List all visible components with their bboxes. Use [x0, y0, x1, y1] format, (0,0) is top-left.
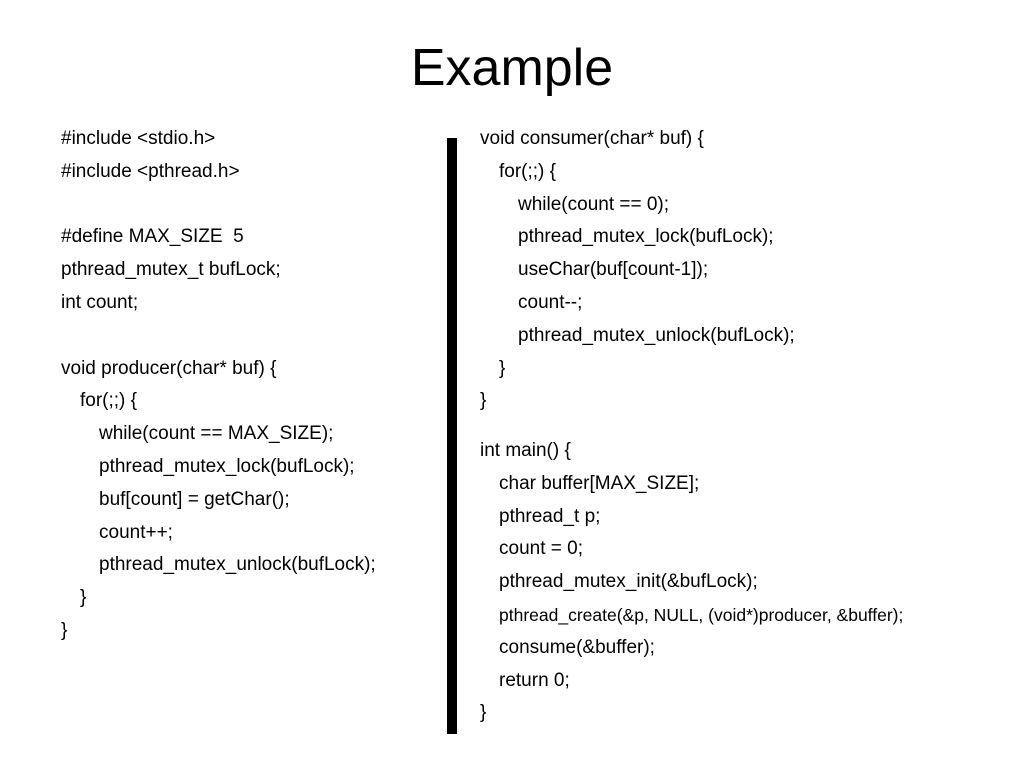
- code-line: }: [61, 619, 68, 641]
- code-line: }: [499, 357, 506, 379]
- code-line: useChar(buf[count-1]);: [518, 259, 709, 281]
- code-line: [61, 320, 376, 353]
- code-line: pthread_mutex_init(&bufLock);: [499, 571, 758, 593]
- code-line: }: [480, 702, 487, 724]
- code-line: pthread_mutex_lock(bufLock);: [99, 455, 355, 477]
- code-line: [61, 189, 376, 222]
- code-line: return 0;: [499, 669, 570, 691]
- code-line: void consumer(char* buf) {: [480, 128, 704, 149]
- code-line: void producer(char* buf) {: [61, 357, 277, 379]
- code-line: pthread_t p;: [499, 505, 601, 527]
- code-line: #include <pthread.h>: [61, 160, 240, 182]
- code-line: #define MAX_SIZE 5: [61, 226, 244, 248]
- code-line: #include <stdio.h>: [61, 128, 216, 149]
- code-line: while(count == 0);: [518, 193, 670, 215]
- code-line: pthread_create(&p, NULL, (void*)producer…: [499, 604, 904, 625]
- vertical-divider: [447, 138, 457, 734]
- code-line: consume(&buffer);: [499, 636, 655, 658]
- code-line: int count;: [61, 291, 139, 313]
- code-line: for(;;) {: [499, 160, 557, 182]
- main-code-block: int main() { char buffer[MAX_SIZE]; pthr…: [480, 435, 903, 730]
- code-line: buf[count] = getChar();: [99, 488, 290, 510]
- code-line: pthread_mutex_unlock(bufLock);: [99, 554, 376, 576]
- producer-code-block: #include <stdio.h> #include <pthread.h> …: [61, 123, 376, 648]
- code-line: while(count == MAX_SIZE);: [99, 423, 334, 445]
- code-line: pthread_mutex_unlock(bufLock);: [518, 324, 795, 346]
- code-line: int main() {: [480, 440, 571, 461]
- slide-title: Example: [410, 39, 614, 97]
- code-line: count--;: [518, 291, 583, 313]
- code-line: pthread_mutex_t bufLock;: [61, 259, 281, 281]
- consumer-code-block: void consumer(char* buf) { for(;;) { whi…: [480, 123, 795, 418]
- code-line: count++;: [99, 521, 173, 543]
- code-line: count = 0;: [499, 538, 583, 560]
- code-line: char buffer[MAX_SIZE];: [499, 472, 700, 494]
- code-line: for(;;) {: [80, 390, 138, 412]
- code-line: }: [80, 587, 87, 609]
- code-line: }: [480, 390, 487, 412]
- code-line: pthread_mutex_lock(bufLock);: [518, 226, 774, 248]
